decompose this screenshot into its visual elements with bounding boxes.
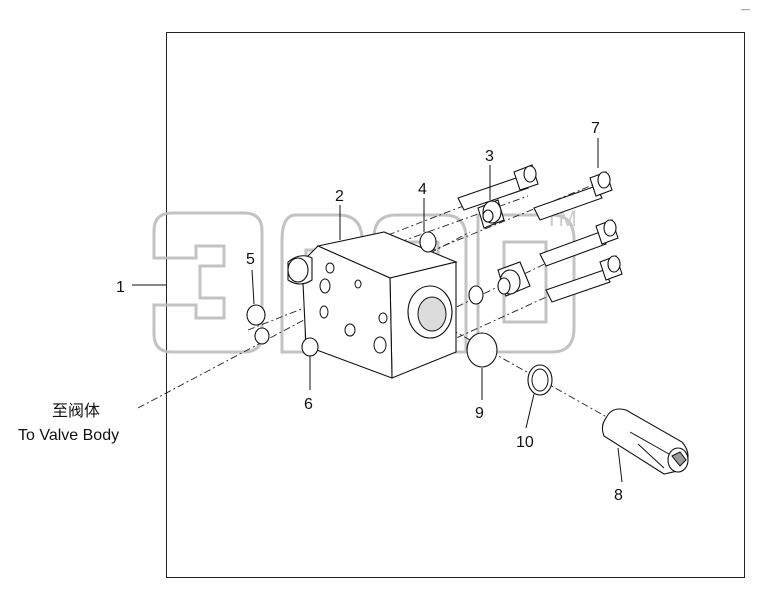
note-english: To Valve Body [18,427,119,444]
callout-5: 5 [246,251,255,268]
callout-4: 4 [418,181,427,198]
fitting-part-3b [497,261,531,297]
o-ring-part-6 [301,337,319,357]
callout-2: 2 [335,188,344,205]
o-ring-part-4 [419,231,437,253]
callout-1: 1 [116,279,125,296]
callout-6: 6 [304,396,313,413]
cartridge-valve-part-8 [601,408,689,475]
o-rings-part-5 [246,304,270,345]
manifold-block [287,231,458,379]
callout-3: 3 [485,148,494,165]
leader-lines [132,138,623,483]
corner-mark: — [741,4,750,14]
fitting-part-3 [477,199,505,229]
o-ring-part-4b [468,285,484,305]
callout-9: 9 [475,405,484,422]
o-ring-part-9 [466,332,498,368]
callout-7: 7 [591,120,600,137]
callout-10: 10 [516,434,534,451]
cap-screws-part-7 [457,164,623,303]
ring-part-10 [527,364,553,396]
note-chinese: 至阀体 [52,401,100,420]
callout-8: 8 [614,487,623,504]
